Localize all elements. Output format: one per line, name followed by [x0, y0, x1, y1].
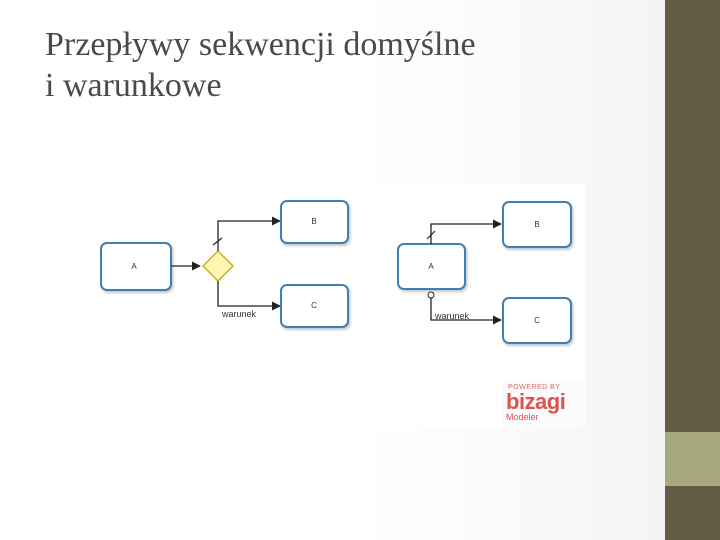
right-task-b-label: B — [534, 220, 539, 229]
right-conditional-flow-label: warunek — [434, 311, 470, 321]
left-conditional-flow-to-c — [217, 281, 281, 311]
right-default-flow-slash — [426, 230, 436, 240]
right-task-b — [502, 201, 572, 248]
left-exclusive-gateway — [201, 249, 235, 283]
slide-title: Przepływy sekwencji domyślne i warunkowe — [45, 24, 645, 106]
bizagi-logo-modeler: Modeler — [506, 412, 539, 422]
bizagi-logo-wordmark: bizagi — [506, 389, 566, 414]
left-conditional-flow-label: warunek — [221, 309, 257, 319]
bpmn-diagram: A warunek B C A warunek B C POWERED BY b… — [88, 184, 586, 428]
bpmn-diagram-canvas: A warunek B C A warunek B C — [100, 200, 572, 344]
right-default-flow-to-b — [430, 219, 502, 244]
right-conditional-flow-start-marker — [427, 291, 435, 299]
right-task-c — [502, 297, 572, 344]
right-conditional-flow-to-c — [430, 298, 502, 325]
left-default-flow-to-b — [217, 216, 281, 251]
left-task-c-label: C — [311, 301, 317, 310]
slide-title-line-1: Przepływy sekwencji domyślne — [45, 26, 476, 63]
right-task-a-label: A — [428, 262, 434, 271]
side-bar-accent — [665, 432, 720, 486]
left-task-b-label: B — [311, 217, 316, 226]
left-default-flow-slash — [212, 237, 223, 246]
left-task-b — [280, 200, 349, 244]
left-task-c — [280, 284, 349, 328]
right-task-c-label: C — [534, 316, 540, 325]
left-task-a-label: A — [131, 262, 137, 271]
bizagi-logo-powered-by: POWERED BY — [508, 384, 561, 391]
slide-title-line-2: i warunkowe — [45, 67, 222, 104]
bizagi-logo: POWERED BY bizagi Modeler — [502, 380, 586, 428]
